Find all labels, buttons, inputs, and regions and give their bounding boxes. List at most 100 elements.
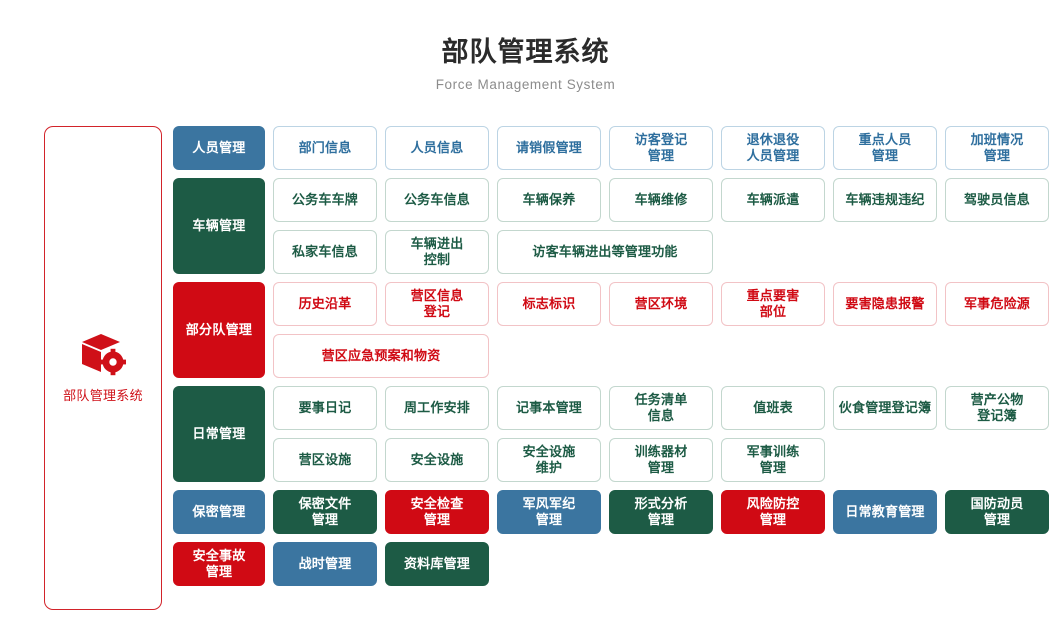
module-row: 历史沿革 营区信息登记 标志标识 营区环境 重点要害部位 要害隐患报警 军事危险源 bbox=[273, 282, 1049, 326]
category-label[interactable]: 日常管理 bbox=[173, 386, 265, 482]
module-tile-label: 安全设施维护 bbox=[522, 444, 576, 475]
module-tile[interactable]: 资料库管理 bbox=[385, 542, 489, 586]
module-tile[interactable]: 请销假管理 bbox=[497, 126, 601, 170]
category-row: 车辆管理 公务车车牌 公务车信息车辆保养 车辆维修 车辆派遣 车辆违规违纪 驾驶员信息私家车… bbox=[173, 178, 1049, 274]
module-tile[interactable]: 访客登记管理 bbox=[609, 126, 713, 170]
cube-gear-icon bbox=[80, 332, 127, 376]
category-items: 部门信息人员信息 请销假管理 访客登记管理 退休退役人员管理 重点人员管理 加班情况管理 bbox=[273, 126, 1049, 170]
module-tile-label: 值班表 bbox=[753, 400, 793, 416]
module-tile-label: 军事危险源 bbox=[963, 296, 1030, 312]
content-area: 部队管理系统 人员管理部门信息人员信息请销假管理访客登记管理退休退役人员管理重点… bbox=[0, 126, 1051, 626]
module-tile[interactable]: 历史沿革 bbox=[273, 282, 377, 326]
module-tile-label: 任务清单信息 bbox=[634, 392, 688, 423]
module-tile[interactable]: 保密文件管理 bbox=[273, 490, 377, 534]
module-tile[interactable]: 安全检查管理 bbox=[385, 490, 489, 534]
module-tile[interactable]: 安全设施 bbox=[385, 438, 489, 482]
module-tile-label: 标志标识 bbox=[522, 296, 576, 312]
category-label[interactable]: 车辆管理 bbox=[173, 178, 265, 274]
module-tile[interactable]: 周工作安排 bbox=[385, 386, 489, 430]
module-tile[interactable]: 训练器材管理 bbox=[609, 438, 713, 482]
module-tile-label: 营区信息登记 bbox=[410, 288, 464, 319]
module-tile-label: 私家车信息 bbox=[291, 244, 358, 260]
module-tile-label: 驾驶员信息 bbox=[963, 192, 1030, 208]
module-tile[interactable]: 日常教育管理 bbox=[833, 490, 937, 534]
module-tile-label: 训练器材管理 bbox=[634, 444, 688, 475]
module-tile-label: 周工作安排 bbox=[403, 400, 470, 416]
category-label[interactable]: 人员管理 bbox=[173, 126, 265, 170]
category-label[interactable]: 部分队管理 bbox=[173, 282, 265, 378]
page-subtitle: Force Management System bbox=[435, 76, 616, 92]
module-tile[interactable]: 部门信息 bbox=[273, 126, 377, 170]
category-items: 要事日记 周工作安排 记事本管理 任务清单信息 值班表 伙食管理登记簿营产公物登记簿营区设… bbox=[273, 386, 1049, 482]
module-tile-label: 历史沿革 bbox=[298, 296, 352, 312]
module-tile-label: 车辆维修 bbox=[634, 192, 688, 208]
module-tile[interactable]: 安全设施维护 bbox=[497, 438, 601, 482]
category-row: 人员管理部门信息人员信息 请销假管理 访客登记管理 退休退役人员管理 重点人员管理 加班情… bbox=[173, 126, 1049, 170]
module-tile[interactable]: 军风军纪管理 bbox=[497, 490, 601, 534]
module-tile-label: 记事本管理 bbox=[515, 400, 582, 416]
module-tile[interactable]: 营区信息登记 bbox=[385, 282, 489, 326]
module-tile[interactable]: 私家车信息 bbox=[273, 230, 377, 274]
module-tile-label: 车辆进出控制 bbox=[410, 236, 464, 267]
module-tile[interactable]: 伙食管理登记簿 bbox=[833, 386, 937, 430]
module-tile-label: 请销假管理 bbox=[515, 140, 582, 156]
module-tile-label: 资料库管理 bbox=[403, 556, 470, 572]
module-tile[interactable]: 车辆派遣 bbox=[721, 178, 825, 222]
module-tile-label: 要害隐患报警 bbox=[845, 296, 925, 312]
module-tile[interactable]: 重点人员管理 bbox=[833, 126, 937, 170]
module-tile[interactable]: 访客车辆进出等管理功能 bbox=[497, 230, 713, 274]
module-tile[interactable]: 营区环境 bbox=[609, 282, 713, 326]
module-tile-label: 公务车车牌 bbox=[291, 192, 358, 208]
module-tile[interactable]: 值班表 bbox=[721, 386, 825, 430]
category-row: 部分队管理 历史沿革 营区信息登记 标志标识 营区环境 重点要害部位 要害隐患报警 军事危险源… bbox=[173, 282, 1049, 378]
sidebar-brand-panel[interactable]: 部队管理系统 bbox=[44, 126, 162, 610]
module-tile-label: 退休退役人员管理 bbox=[746, 132, 800, 163]
sidebar-brand-label: 部队管理系统 bbox=[63, 388, 143, 403]
module-row: 私家车信息 车辆进出控制 访客车辆进出等管理功能 bbox=[273, 230, 1049, 274]
module-tile-label: 车辆派遣 bbox=[746, 192, 800, 208]
category-label[interactable]: 保密管理 bbox=[173, 490, 265, 534]
module-tile-label: 营区设施 bbox=[298, 452, 352, 468]
module-tile[interactable]: 风险防控管理 bbox=[721, 490, 825, 534]
module-tile-label: 加班情况管理 bbox=[970, 132, 1024, 163]
module-tile[interactable]: 营区设施 bbox=[273, 438, 377, 482]
module-tile[interactable]: 军事危险源 bbox=[945, 282, 1049, 326]
module-tile[interactable]: 安全事故管理 bbox=[173, 542, 265, 586]
module-tile[interactable]: 记事本管理 bbox=[497, 386, 601, 430]
module-tile[interactable]: 军事训练管理 bbox=[721, 438, 825, 482]
module-tile[interactable]: 国防动员管理 bbox=[945, 490, 1049, 534]
module-tile[interactable]: 车辆保养 bbox=[497, 178, 601, 222]
module-tile[interactable]: 车辆违规违纪 bbox=[833, 178, 937, 222]
module-tile-label: 访客车辆进出等管理功能 bbox=[532, 244, 678, 260]
module-tile[interactable]: 加班情况管理 bbox=[945, 126, 1049, 170]
category-items: 保密文件管理 安全检查管理 军风军纪管理 形式分析管理 风险防控管理日常教育管理国防动员… bbox=[273, 490, 1049, 534]
module-tile-label: 要事日记 bbox=[298, 400, 352, 416]
module-tile[interactable]: 形式分析管理 bbox=[609, 490, 713, 534]
module-row: 公务车车牌 公务车信息车辆保养 车辆维修 车辆派遣 车辆违规违纪 驾驶员信息 bbox=[273, 178, 1049, 222]
module-tile[interactable]: 营产公物登记簿 bbox=[945, 386, 1049, 430]
module-tile[interactable]: 要害隐患报警 bbox=[833, 282, 937, 326]
module-row: 营区应急预案和物资 bbox=[273, 334, 1049, 378]
page-title: 部队管理系统 bbox=[441, 37, 610, 67]
module-tile[interactable]: 公务车信息 bbox=[385, 178, 489, 222]
category-items: 公务车车牌 公务车信息车辆保养 车辆维修 车辆派遣 车辆违规违纪 驾驶员信息私家车信息 车辆… bbox=[273, 178, 1049, 274]
module-tile[interactable]: 营区应急预案和物资 bbox=[273, 334, 489, 378]
module-tile-label: 营区环境 bbox=[634, 296, 688, 312]
module-tile-label: 安全事故管理 bbox=[192, 548, 246, 579]
module-tile[interactable]: 战时管理 bbox=[273, 542, 377, 586]
category-items: 历史沿革 营区信息登记 标志标识 营区环境 重点要害部位 要害隐患报警 军事危险源营区应急预… bbox=[273, 282, 1049, 378]
module-tile-label: 访客登记管理 bbox=[634, 132, 688, 163]
module-tile[interactable]: 人员信息 bbox=[385, 126, 489, 170]
module-tile[interactable]: 要事日记 bbox=[273, 386, 377, 430]
module-tile[interactable]: 车辆进出控制 bbox=[385, 230, 489, 274]
module-tile[interactable]: 标志标识 bbox=[497, 282, 601, 326]
module-tile[interactable]: 退休退役人员管理 bbox=[721, 126, 825, 170]
module-tile-label: 形式分析管理 bbox=[634, 496, 688, 527]
module-row: 要事日记 周工作安排 记事本管理 任务清单信息 值班表 伙食管理登记簿营产公物登记簿 bbox=[273, 386, 1049, 430]
module-tile[interactable]: 车辆维修 bbox=[609, 178, 713, 222]
module-tile[interactable]: 公务车车牌 bbox=[273, 178, 377, 222]
module-tile[interactable]: 驾驶员信息 bbox=[945, 178, 1049, 222]
module-tile-label: 安全检查管理 bbox=[410, 496, 464, 527]
module-tile[interactable]: 重点要害部位 bbox=[721, 282, 825, 326]
module-tile[interactable]: 任务清单信息 bbox=[609, 386, 713, 430]
